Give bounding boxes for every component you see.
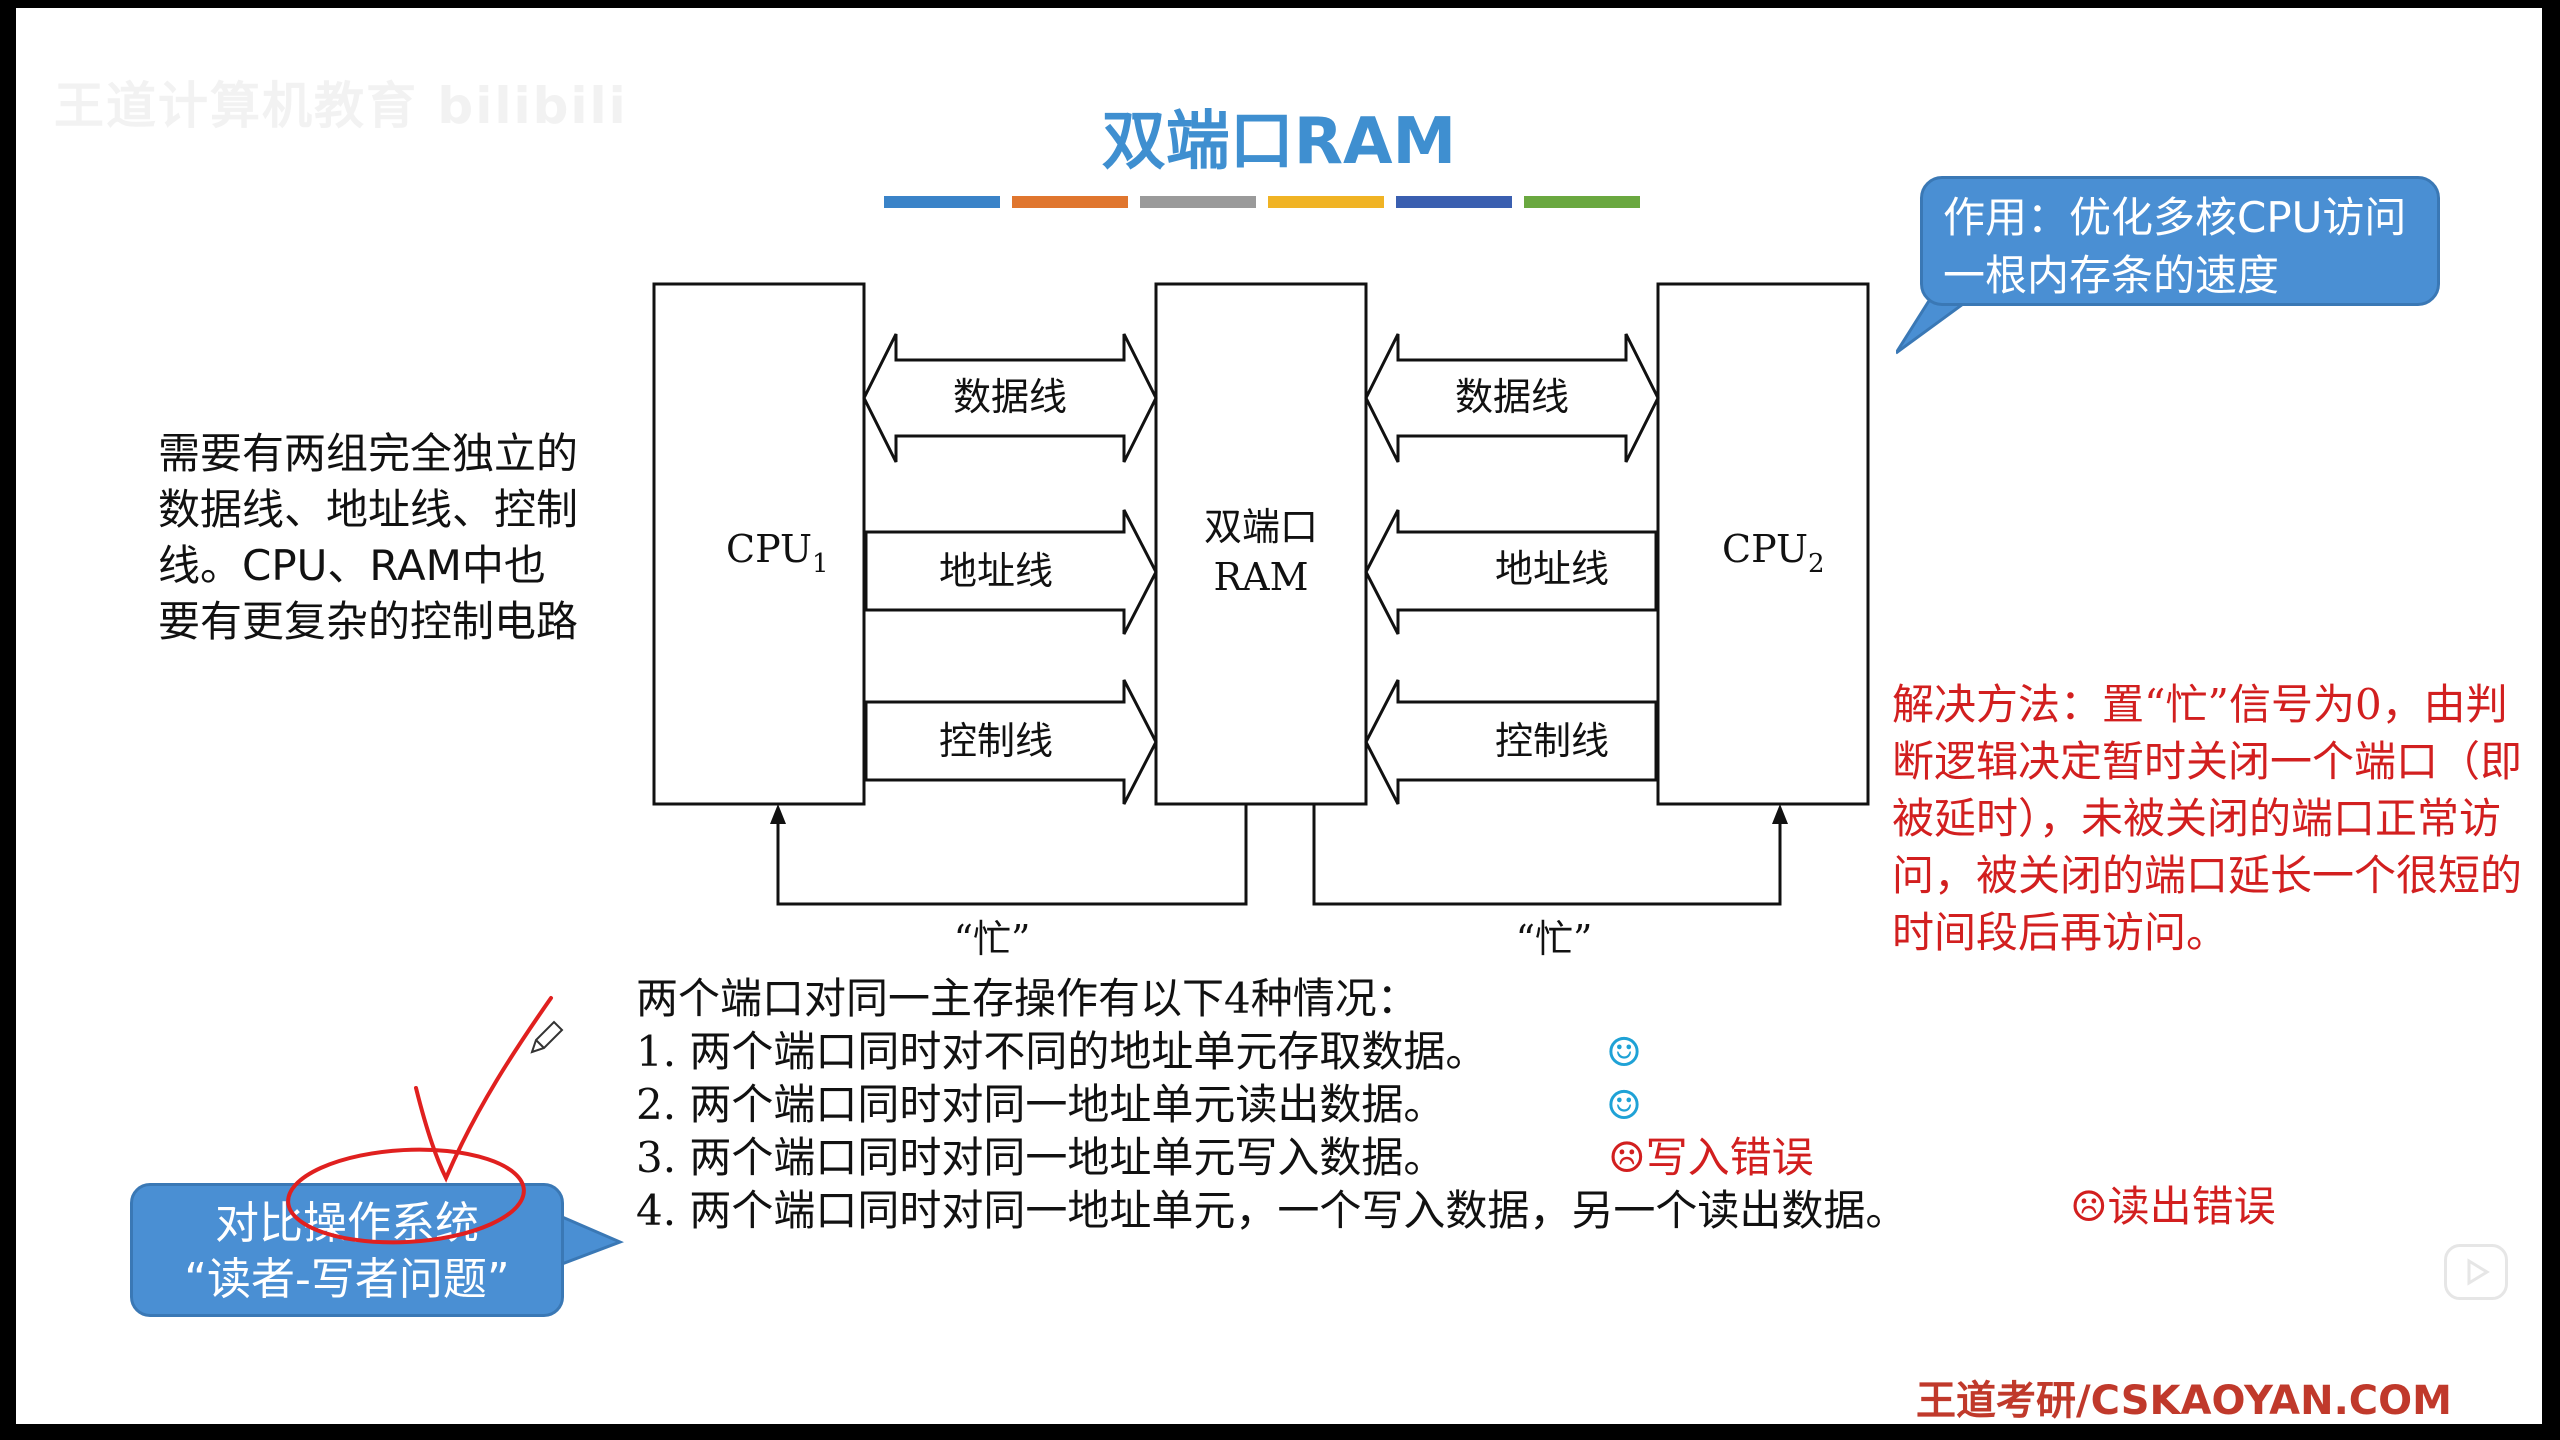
compare-bubble-tail bbox=[546, 1208, 624, 1272]
left-data-line-label: 数据线 bbox=[953, 375, 1067, 419]
page-title: 双端口RAM bbox=[1101, 105, 1457, 179]
right-control-line-arrow bbox=[1364, 679, 1658, 805]
cpu1-label: CPU1 bbox=[726, 527, 829, 579]
case-2-text: 2. 两个端口同时对同一地址单元读出数据。 bbox=[636, 1080, 1446, 1129]
busy-label-right: “忙” bbox=[1516, 917, 1593, 961]
title-bar-segment bbox=[1140, 196, 1256, 208]
case-1-text: 1. 两个端口同时对不同的地址单元存取数据。 bbox=[636, 1027, 1488, 1076]
title-bar-segment bbox=[1012, 196, 1128, 208]
slide: 王道计算机教育 bilibili 双端口RAM 作用：优化多核CPU访问一根内存… bbox=[16, 8, 2542, 1424]
title-bar-segment bbox=[1524, 196, 1640, 208]
right-address-line-label: 地址线 bbox=[1495, 547, 1609, 591]
cpu2-box bbox=[1656, 282, 1870, 806]
ram-label-line2: RAM bbox=[1214, 555, 1309, 599]
dual-port-ram-diagram: 数据线 地址线 控制线 数据线 地址线 控制线 CPU1 CPU2 双端口 RA… bbox=[652, 282, 1870, 961]
cpu1-box bbox=[652, 282, 866, 806]
left-data-line-arrow bbox=[862, 333, 1158, 463]
ram-box bbox=[1154, 282, 1368, 806]
ram-label-line1: 双端口 bbox=[1204, 505, 1318, 549]
busy-line-right bbox=[1312, 804, 1782, 906]
cases-list: 两个端口对同一主存操作有以下4种情况： 1. 两个端口同时对不同的地址单元存取数… bbox=[636, 972, 2336, 1237]
case-4-text: 4. 两个端口同时对同一地址单元，一个写入数据，另一个读出数据。 bbox=[636, 1186, 1908, 1235]
left-control-line-arrow bbox=[864, 679, 1158, 805]
case-item: 4. 两个端口同时对同一地址单元，一个写入数据，另一个读出数据。 ☹读出错误 bbox=[636, 1182, 2336, 1237]
right-address-line-arrow bbox=[1364, 509, 1658, 635]
cases-intro: 两个端口对同一主存操作有以下4种情况： bbox=[636, 974, 1419, 1023]
left-address-line-label: 地址线 bbox=[939, 549, 1053, 593]
busy-label-left: “忙” bbox=[954, 917, 1031, 961]
watermark: 王道计算机教育 bilibili bbox=[54, 77, 628, 135]
left-address-line-arrow bbox=[864, 509, 1158, 635]
pen-cursor-icon bbox=[530, 1020, 564, 1054]
title-bar-segment bbox=[1268, 196, 1384, 208]
checkmark-annotation bbox=[414, 996, 553, 1183]
title-bar-segment bbox=[884, 196, 1000, 208]
case-item: 2. 两个端口同时对同一地址单元读出数据。 ☺ bbox=[636, 1078, 2336, 1131]
frown-icon: ☹ bbox=[2070, 1182, 2108, 1231]
cpu2-label: CPU2 bbox=[1722, 527, 1825, 579]
right-data-line-label: 数据线 bbox=[1455, 375, 1569, 419]
case-3-result: ☹写入错误 bbox=[1608, 1133, 1814, 1182]
frown-icon: ☹ bbox=[1608, 1133, 1646, 1182]
case-3-text: 3. 两个端口同时对同一地址单元写入数据。 bbox=[636, 1133, 1446, 1182]
compare-callout: 对比操作系统 “读者-写者问题” bbox=[130, 1183, 564, 1317]
solution-text: 解决方法：置“忙”信号为0，由判断逻辑决定暂时关闭一个端口（即被延时），未被关闭… bbox=[1892, 680, 2523, 957]
right-data-line-arrow bbox=[1364, 333, 1660, 463]
case-item: 3. 两个端口同时对同一地址单元写入数据。 ☹写入错误 bbox=[636, 1131, 2336, 1184]
smile-icon: ☺ bbox=[1606, 1083, 1642, 1129]
purpose-callout: 作用：优化多核CPU访问一根内存条的速度 bbox=[1920, 176, 2440, 306]
compare-line2: “读者-写者问题” bbox=[184, 1254, 510, 1305]
left-note: 需要有两组完全独立的数据线、地址线、控制线。CPU、RAM中也要有更复杂的控制电… bbox=[158, 429, 579, 646]
left-control-line-label: 控制线 bbox=[939, 719, 1053, 763]
busy-line-left bbox=[776, 804, 1248, 906]
case-4-result: ☹读出错误 bbox=[2070, 1182, 2276, 1231]
smile-icon: ☺ bbox=[1606, 1030, 1642, 1076]
right-control-line-label: 控制线 bbox=[1495, 719, 1609, 763]
circle-annotation bbox=[286, 1147, 526, 1245]
title-bar-segment bbox=[1396, 196, 1512, 208]
case-item: 1. 两个端口同时对不同的地址单元存取数据。 ☺ bbox=[636, 1025, 2336, 1078]
play-icon[interactable] bbox=[2444, 1244, 2508, 1300]
footer-brand: 王道考研/CSKAOYAN.COM bbox=[1916, 1378, 2452, 1424]
